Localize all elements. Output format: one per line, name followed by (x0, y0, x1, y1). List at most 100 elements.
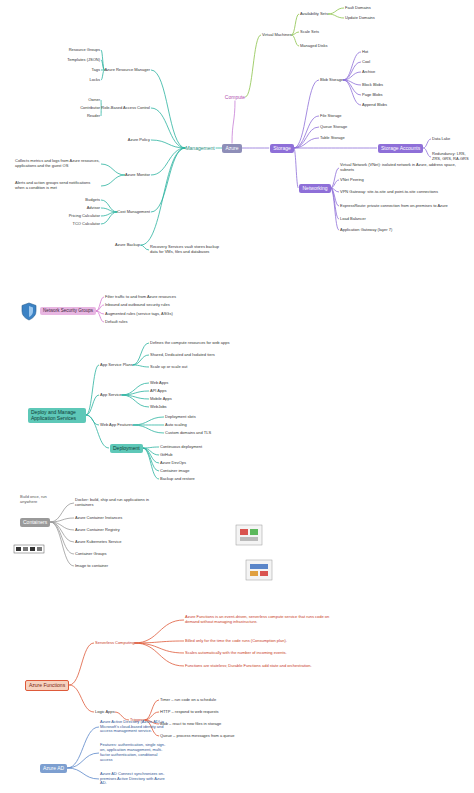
topic-node: VPN Gateway: site-to-site and point-to-s… (340, 190, 465, 195)
topic-text: VNet Peering (340, 178, 364, 183)
topic-box: Networking (299, 184, 330, 193)
topic-text: Inbound and outbound security rules (105, 303, 170, 308)
branch-line (294, 148, 299, 188)
topic-node: Load Balancer (340, 217, 366, 222)
topic-text: Continuous deployment (160, 445, 202, 450)
branch-line (122, 391, 149, 395)
topic-text: Update Domains (345, 16, 375, 21)
note-label: Build once, run anywhere (20, 495, 65, 505)
branch-line (133, 355, 149, 365)
topic-node: Queue Storage (320, 125, 347, 130)
branch-line (101, 208, 117, 212)
branch-line (115, 712, 129, 720)
topic-text: File Storage (320, 114, 342, 119)
topic-text: Load Balancer (340, 217, 366, 222)
topic-text: Azure DevOps (160, 461, 186, 466)
topic-box: Network Security Groups (40, 307, 96, 315)
topic-box: Azure Functions (25, 680, 69, 691)
branch-line (294, 127, 319, 148)
topic-node: Shared, Dedicated and Isolated tiers (150, 353, 215, 358)
topic-node: Azure Active Directory (Azure AD) is Mic… (100, 720, 170, 734)
branch-line (423, 139, 431, 148)
topic-text: Billed only for the time the code runs (… (185, 639, 335, 644)
topic-box: Azure AD (40, 764, 67, 773)
branch-line (101, 175, 125, 186)
topic-text: Deployment (113, 445, 140, 451)
branch-line (96, 311, 104, 322)
topic-text: Owner (88, 98, 100, 103)
branch-line (143, 447, 159, 448)
branch-line (86, 365, 99, 415)
topic-box: Containers (20, 518, 50, 527)
branch-line (140, 245, 149, 250)
topic-node: Azure Monitor (125, 173, 150, 178)
topic-node: Continuous deployment (160, 445, 202, 450)
topic-text: Azure (225, 145, 238, 151)
topic-text: Azure Resource Manager (104, 68, 150, 73)
branch-line (294, 148, 377, 149)
branch-line (331, 168, 340, 188)
topic-text: Compute (225, 94, 245, 100)
topic-node: Resource Groups (69, 48, 100, 53)
topic-text: Functions are stateless; Durable Functio… (185, 664, 335, 669)
branch-line (151, 70, 185, 148)
topic-node: App Service Plans (100, 363, 133, 368)
branch-line (294, 116, 319, 148)
topic-node: Augmented rules (service tags, ASGs) (105, 312, 173, 317)
branch-line (331, 188, 340, 219)
topic-node: Azure Resource Manager (104, 68, 150, 73)
topic-text: GitHub (160, 453, 172, 458)
topic-text: Azure Container Registry (75, 528, 120, 533)
topic-node: Inbound and outbound security rules (105, 303, 170, 308)
topic-node: Virtual Machines (262, 33, 292, 38)
topic-text: Azure Backup (115, 243, 140, 248)
branch-line (328, 14, 344, 18)
topic-text: Storage Accounts (381, 145, 420, 151)
topic-text: Table Storage (320, 136, 345, 141)
topic-text: Templates (JSON) (67, 58, 100, 63)
branch-line (133, 343, 149, 365)
topic-node: Virtual Network (VNet): isolated network… (340, 163, 465, 173)
topic-text: Networking (302, 185, 327, 191)
topic-node: Templates (JSON) (67, 58, 100, 63)
branch-line (151, 108, 185, 148)
topic-node: Mobile Apps (150, 397, 172, 402)
topic-node: Tags (92, 68, 100, 73)
topic-node: Web App Features (100, 423, 133, 428)
topic-box: Deployment (110, 444, 143, 453)
branch-line (101, 212, 117, 224)
topic-text: Deployment slots (165, 415, 196, 420)
topic-text: Pricing Calculator (69, 214, 100, 219)
topic-node: Functions are stateless; Durable Functio… (185, 664, 335, 669)
topic-node: Archive (362, 70, 375, 75)
branch-line (86, 395, 99, 415)
topic-text: Azure Functions is an event-driven, serv… (185, 615, 335, 625)
topic-text: Azure Policy (128, 138, 150, 143)
topic-text: TCO Calculator (72, 222, 100, 227)
topic-text: Managed Disks (300, 44, 328, 49)
topic-text: Auto scaling (165, 423, 187, 428)
topic-node: File Storage (320, 114, 342, 119)
topic-text: Collects metrics and logs from Azure res… (15, 159, 100, 169)
topic-node: GitHub (160, 453, 172, 458)
topic-text: Shared, Dedicated and Isolated tiers (150, 353, 215, 358)
topic-text: Data Lake (432, 137, 450, 142)
topic-text: Image to container (75, 564, 108, 569)
topic-text: Filter traffic to and from Azure resourc… (105, 295, 176, 300)
topic-text: Archive (362, 70, 375, 75)
topic-node: App Service (100, 393, 122, 398)
branch-line (134, 641, 184, 643)
topic-text: Tags (92, 68, 100, 73)
branch-line (423, 148, 431, 157)
topic-node: Table Storage (320, 136, 345, 141)
topic-node: Azure Kubernetes Service (75, 540, 121, 545)
topic-text: Container Groups (75, 552, 107, 557)
topic-node: Logic Apps (95, 710, 115, 715)
topic-text: Azure Container Instances (75, 516, 122, 521)
topic-text: Reader (87, 114, 100, 119)
topic-node: Azure DevOps (160, 461, 186, 466)
topic-text: Fault Domains (345, 6, 371, 11)
docker-strip (14, 545, 44, 553)
topic-text: Append Blobs (362, 103, 387, 108)
topic-node: Cost Management (117, 210, 150, 215)
